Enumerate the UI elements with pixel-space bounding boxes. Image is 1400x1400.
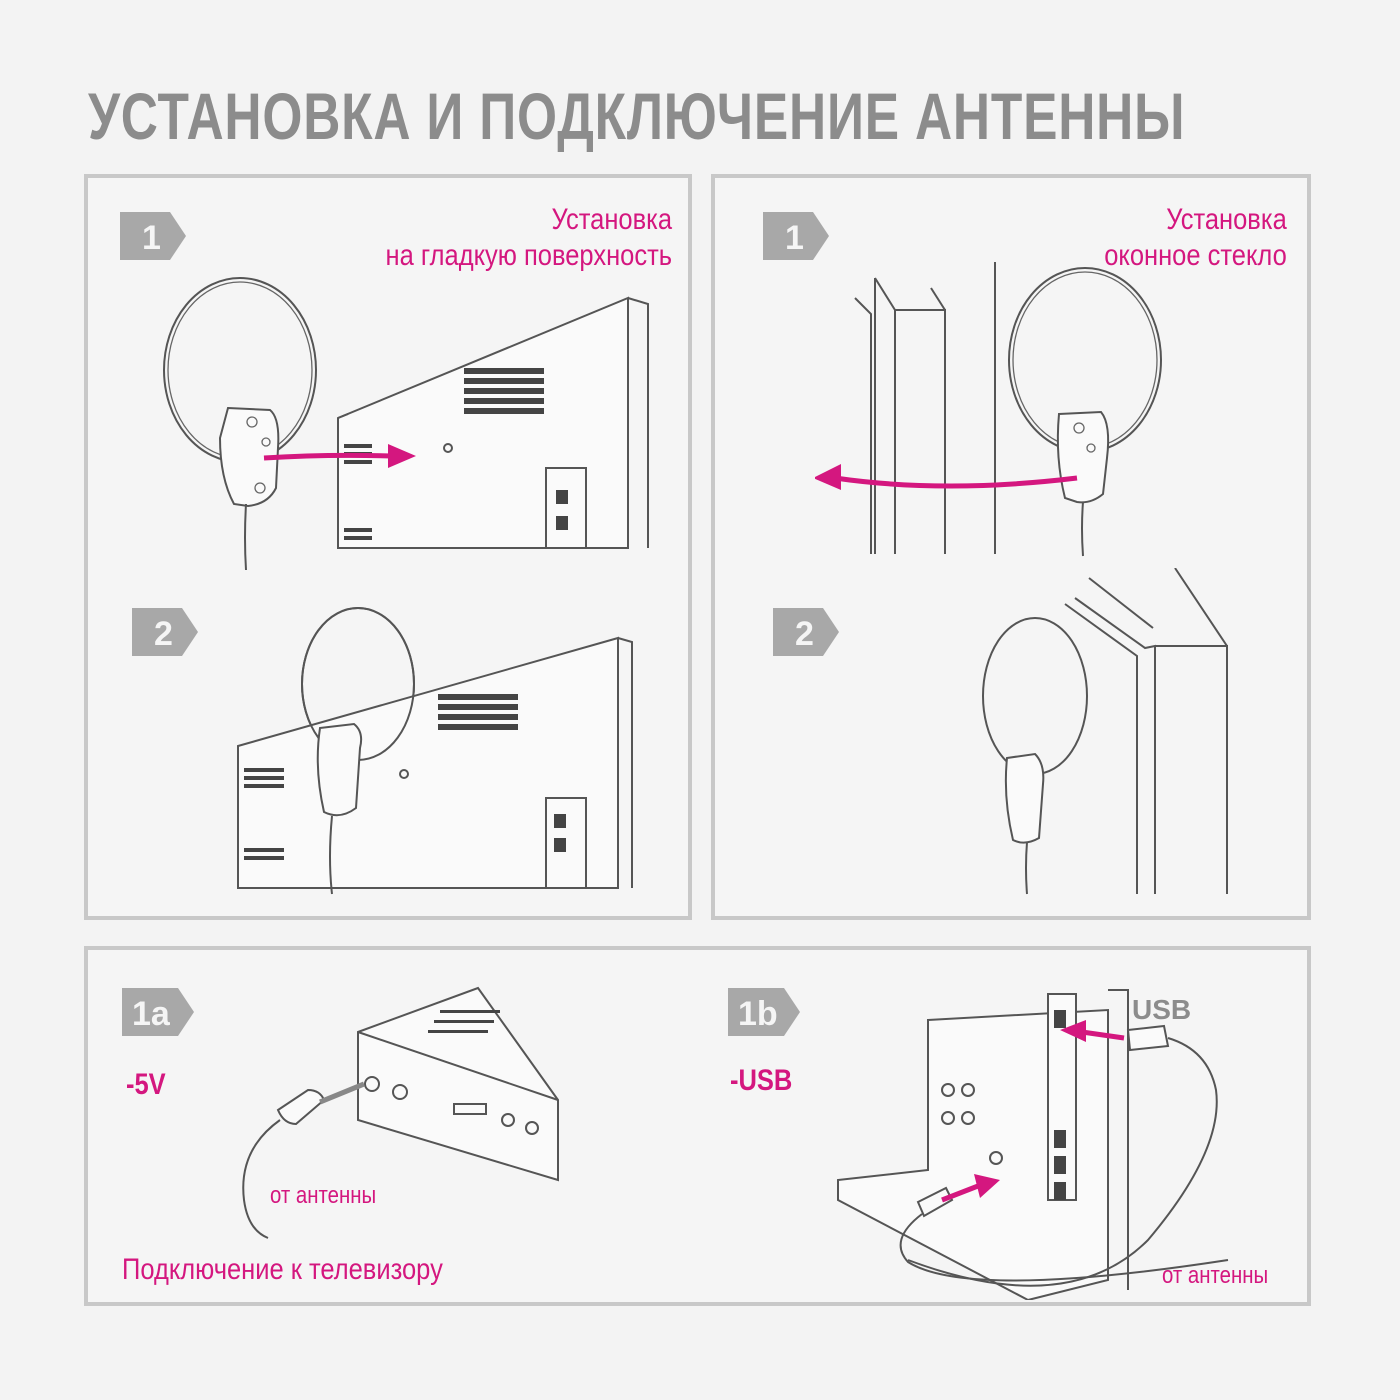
page-title: УСТАНОВКА И ПОДКЛЮЧЕНИЕ АНТЕННЫ — [88, 78, 1185, 154]
antenna-base — [318, 724, 361, 815]
antenna-cable — [1026, 842, 1027, 894]
step-badge-label: 2 — [154, 615, 173, 653]
illustration-window-mount — [815, 258, 1275, 558]
panel-window-glass: 1 Установка оконное стекло 2 — [711, 174, 1311, 920]
mount-arrow — [264, 455, 392, 458]
step-badge-1: 1 — [763, 212, 829, 260]
step-badge-label: 1a — [132, 995, 171, 1033]
step-badge-1b: 1b — [728, 988, 800, 1036]
antenna-cable — [243, 1120, 280, 1238]
step-badge-label: 1 — [785, 219, 804, 257]
window-frame — [1075, 598, 1155, 894]
step-badge-1a: 1a — [122, 988, 194, 1036]
illustration-tv-usb-connection — [828, 980, 1268, 1300]
panel-smooth-surface: 1 Установка на гладкую поверхность — [84, 174, 692, 920]
usb-port — [1054, 1010, 1066, 1028]
illustration-antenna-mount-tv-back — [148, 258, 688, 578]
antenna-plug — [278, 1090, 324, 1124]
window-frame — [895, 310, 945, 554]
power-label-5v: -5V — [126, 1068, 166, 1102]
install-label-line1: Установка — [386, 202, 672, 238]
antenna-base — [1006, 754, 1043, 843]
antenna-cable — [1082, 502, 1083, 556]
step-badge-1: 1 — [120, 212, 186, 260]
step-badge-label: 2 — [795, 615, 814, 653]
step-badge-2: 2 — [132, 608, 198, 656]
step-badge-label: 1 — [142, 219, 161, 257]
power-label-usb: -USB — [730, 1064, 792, 1098]
step-badge-label: 1b — [738, 995, 778, 1033]
illustration-window-mounted — [955, 568, 1285, 898]
illustration-receiver-connection — [228, 980, 588, 1240]
panel-connection: 1a -5V от антенны Подключение к телевизо… — [84, 946, 1311, 1306]
connection-label: Подключение к телевизору — [122, 1252, 443, 1288]
receiver-box — [358, 988, 558, 1180]
antenna-loop — [983, 618, 1087, 774]
antenna-cable — [245, 504, 246, 570]
install-label-line1: Установка — [1104, 202, 1287, 238]
tv-ports — [546, 468, 586, 548]
step-badge-2: 2 — [773, 608, 839, 656]
illustration-antenna-mounted-tv — [228, 598, 638, 898]
usb-plug — [1128, 1026, 1168, 1050]
